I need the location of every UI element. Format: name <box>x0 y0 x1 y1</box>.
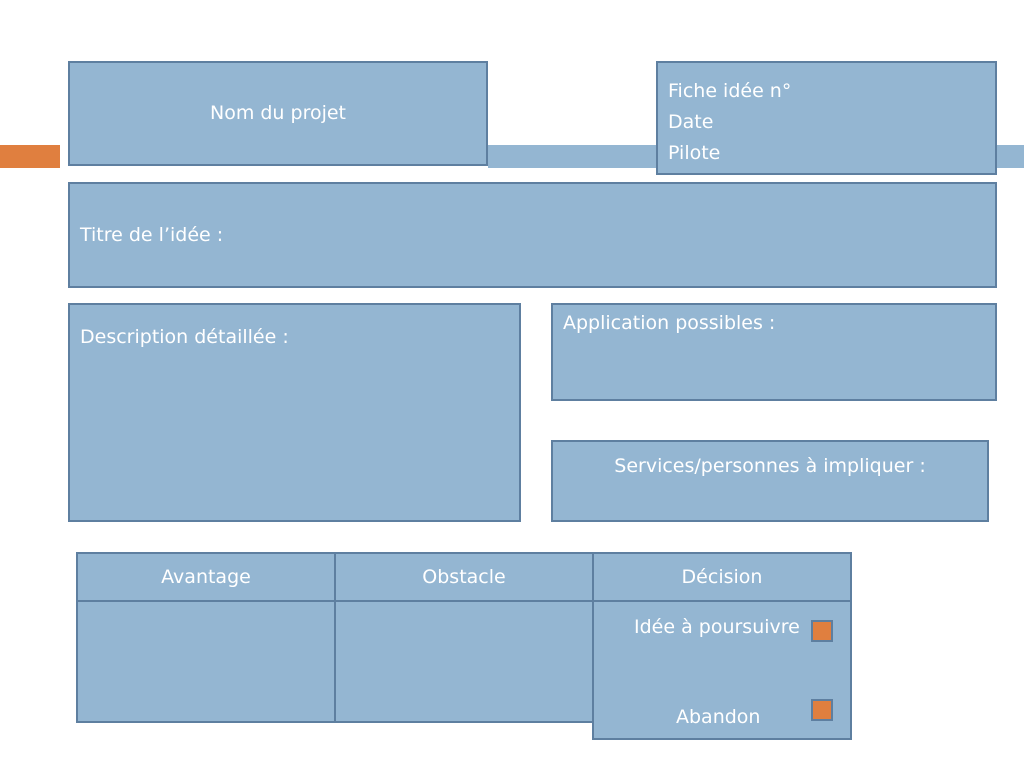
table-header-obstacle: Obstacle <box>334 552 594 602</box>
option-poursuivre-label: Idée à poursuivre <box>634 616 800 638</box>
decision-header-label: Décision <box>681 566 763 588</box>
checkbox-icon[interactable] <box>811 620 833 642</box>
avantage-cell[interactable] <box>76 600 336 723</box>
description-box[interactable]: Description détaillée : <box>68 303 521 522</box>
fiche-number-label: Fiche idée n° <box>668 80 792 102</box>
date-label: Date <box>668 111 714 133</box>
avantage-header-label: Avantage <box>161 566 251 588</box>
project-name-label: Nom du projet <box>209 102 347 125</box>
fiche-info-box[interactable]: Fiche idée n° Date Pilote <box>656 61 997 175</box>
applications-box[interactable]: Application possibles : <box>551 303 997 401</box>
pilote-label: Pilote <box>668 142 721 164</box>
services-label: Services/personnes à impliquer : <box>614 455 926 477</box>
table-header-decision: Décision <box>592 552 852 602</box>
decision-cell: Idée à poursuivre Abandon <box>592 600 852 740</box>
services-box[interactable]: Services/personnes à impliquer : <box>551 440 989 522</box>
table-header-avantage: Avantage <box>76 552 336 602</box>
project-name-box[interactable]: Nom du projet <box>68 61 488 166</box>
option-abandon-label: Abandon <box>676 706 761 728</box>
idea-title-label: Titre de l’idée : <box>80 223 224 246</box>
obstacle-header-label: Obstacle <box>422 566 506 588</box>
applications-label: Application possibles : <box>563 312 776 334</box>
description-label: Description détaillée : <box>80 326 289 348</box>
checkbox-icon[interactable] <box>811 699 833 721</box>
obstacle-cell[interactable] <box>334 600 594 723</box>
idea-title-box[interactable]: Titre de l’idée : <box>68 182 997 288</box>
accent-bar <box>0 145 60 168</box>
